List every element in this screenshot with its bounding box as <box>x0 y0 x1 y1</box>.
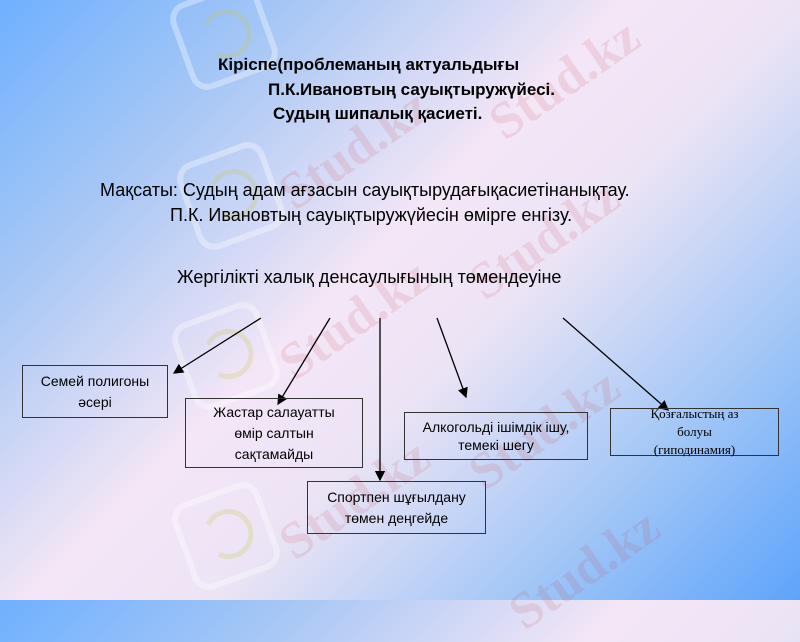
box-text: (гиподинамия) <box>653 442 736 457</box>
box-text: Жастар салауатты <box>213 403 335 420</box>
cause-box-sport: Спортпен шұғылдану төмен деңгейде <box>307 481 486 534</box>
title-line-2: П.К.Ивановтың сауықтыружүйесі. <box>268 80 556 99</box>
arrows <box>172 317 669 482</box>
goal-line-1: Мақсаты: Судың адам ағзасын сауықтырудағ… <box>100 180 630 200</box>
cause-box-youth: Жастар салауатты өмір салтын сақтамайды <box>185 398 363 468</box>
box-text: темекі шегу <box>458 437 534 453</box>
cause-box-semey: Семей полигоны әсері <box>22 365 168 418</box>
box-text: әсері <box>78 393 112 410</box>
box-text: Қозғалыстың аз <box>650 406 739 421</box>
title-line-1: Кіріспе(проблеманың актуальдығы <box>218 55 520 74</box>
box-text: төмен деңгейде <box>344 509 449 526</box>
box-text: өмір салтын <box>234 424 314 441</box>
box-text: сақтамайды <box>234 445 314 462</box>
box-text: Алкогольді ішімдік ішу, <box>422 419 570 435</box>
goal-line-2: П.К. Ивановтың сауықтыружүйесін өмірге е… <box>170 205 573 225</box>
arrow <box>172 317 262 374</box>
box-text: Семей полигоны <box>40 372 150 389</box>
root-cause: Жергілікті халық денсаулығының төмендеуі… <box>177 267 562 287</box>
arrow <box>562 317 669 411</box>
cause-box-alcohol: Алкогольді ішімдік ішу, темекі шегу <box>404 412 588 460</box>
arrow <box>436 317 468 399</box>
box-text: болуы <box>677 424 712 439</box>
box-text: Спортпен шұғылдану <box>327 488 466 505</box>
arrow <box>277 317 331 406</box>
title-line-3: Судың шипалық қасиеті. <box>273 104 483 123</box>
cause-box-hypodynamia: Қозғалыстың аз болуы (гиподинамия) <box>610 406 779 457</box>
